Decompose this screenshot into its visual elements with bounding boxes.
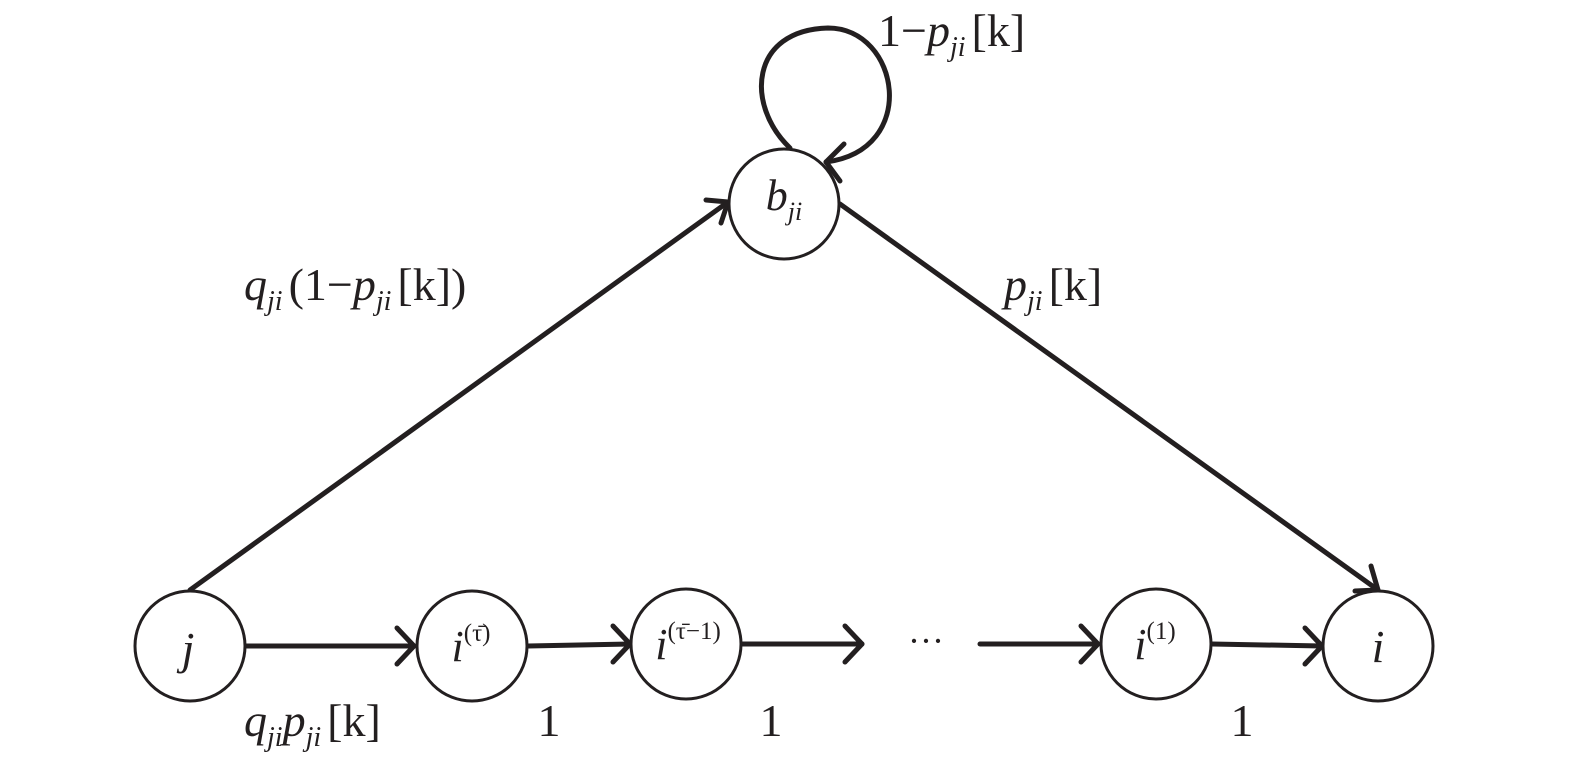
arrowhead-i-tau-minus-1-to-ellipsis (842, 623, 865, 665)
node-j: j (133, 589, 247, 703)
ellipsis: ··· (908, 621, 944, 661)
label-b-to-i: pji[k] (1001, 259, 1102, 317)
node-b-ji-label: bji (766, 171, 802, 226)
label-j-to-i-tau: qjipji[k] (244, 695, 381, 753)
arrowhead-self-loop-b (823, 141, 847, 184)
node-i-tau-minus-1: i(τ̄−1) (629, 587, 743, 701)
edge-i-1-to-i (1209, 641, 1325, 649)
edge-b-to-i (837, 201, 1381, 593)
edge-j-to-b (187, 199, 731, 593)
node-j-label: j (177, 623, 195, 674)
label-j-to-b: qji(1−pji[k]) (244, 259, 466, 317)
label-i-1-to-i: 1 (1231, 695, 1254, 746)
node-i-1: i(1) (1099, 587, 1213, 701)
label-i-tau-minus-1-to-ellipsis: 1 (760, 695, 783, 746)
label-i-tau-to-i-tau-minus-1: 1 (538, 695, 561, 746)
node-i-tau-minus-1-label: i(τ̄−1) (655, 618, 721, 669)
node-i-tau: i(τ̄) (415, 589, 529, 703)
node-i-1-label: i(1) (1134, 618, 1175, 669)
node-i-tau-label: i(τ̄) (452, 620, 491, 671)
arrowhead-ellipsis-to-i-1 (1078, 623, 1101, 665)
node-i: i (1321, 589, 1435, 703)
node-i-label: i (1372, 621, 1385, 672)
edge-i-tau-to-i-tau-minus-1 (525, 641, 633, 649)
self-loop-b (758, 25, 892, 165)
node-b-ji: bji (727, 147, 841, 261)
label-self-loop: 1−pji[k] (878, 5, 1025, 63)
arrowhead-j-to-i-tau (394, 625, 417, 667)
